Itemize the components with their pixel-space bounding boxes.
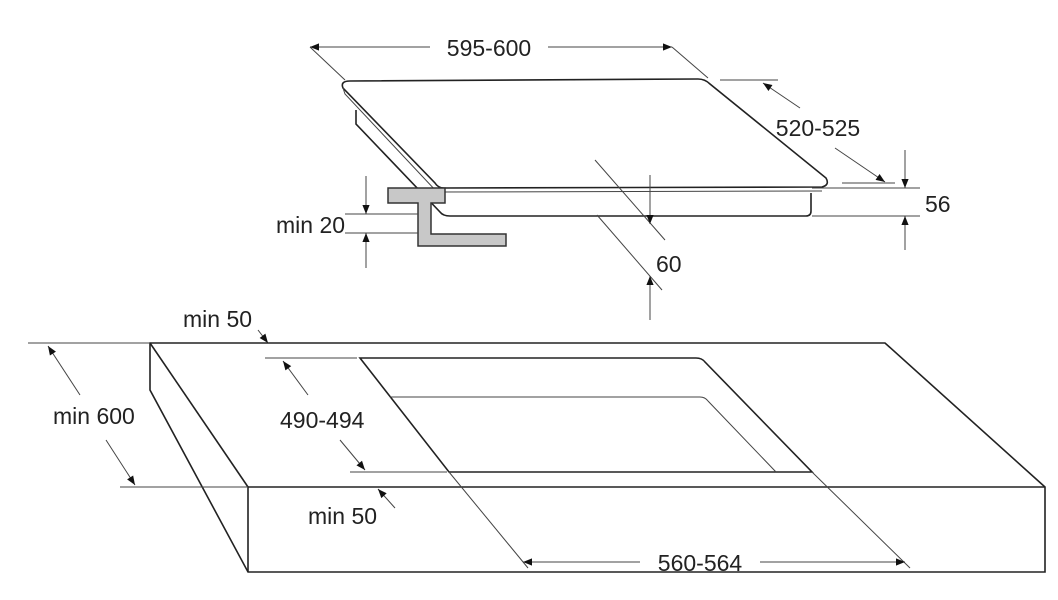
dimension-hob-width: 595-600 [309,33,709,81]
hob-depth-label: 520-525 [776,115,860,141]
front-margin-label: min 50 [308,503,377,529]
worktop-thickness-label: min 20 [276,212,345,238]
hob-body [355,110,812,217]
back-margin-label: min 50 [183,306,252,332]
cutout-width-label: 560-564 [658,550,743,576]
dimension-cutout-width: 560-564 [448,471,911,576]
hob-width-label: 595-600 [447,35,531,61]
dimension-back-margin: min 50 [183,306,269,344]
hob-drawing [341,78,829,217]
worktop-depth-label: min 600 [53,403,135,429]
dimension-worktop-depth: min 600 [28,342,248,488]
dimension-cutout-depth: 490-494 [265,357,447,473]
hob-glass-top [341,78,829,189]
dimension-clearance: 60 [594,159,682,320]
dimension-hob-height: 56 [812,150,951,250]
cutout-outline [358,357,814,473]
worktop-section [387,187,507,247]
dimension-worktop-thickness: min 20 [276,176,418,268]
worktop-drawing [149,342,1046,573]
hob-height-label: 56 [925,191,951,217]
clearance-label: 60 [656,251,682,277]
dimension-hob-depth: 520-525 [720,79,895,184]
dimension-front-margin: min 50 [308,488,396,529]
cutout-depth-label: 490-494 [280,407,365,433]
